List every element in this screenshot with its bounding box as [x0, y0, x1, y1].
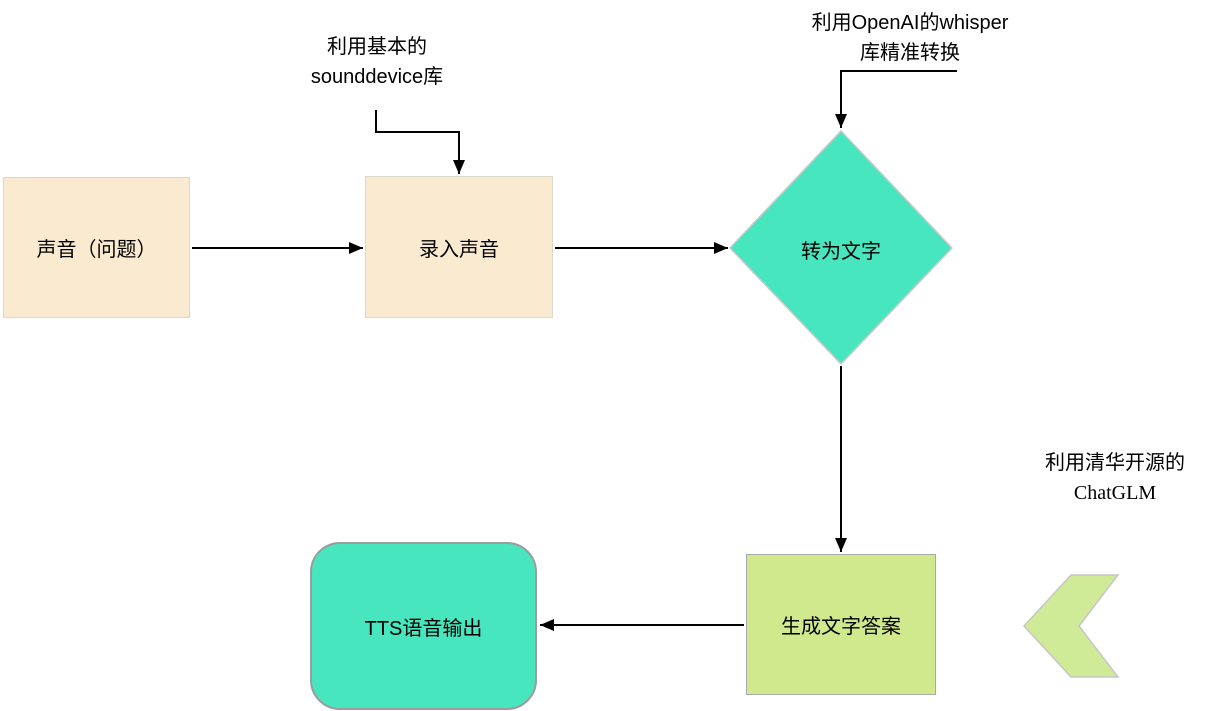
node-input-sound-label: 声音（问题）: [36, 239, 157, 261]
annotation-chatglm: 利用清华开源的 ChatGLM: [1015, 448, 1208, 508]
connector-sounddevice-to-record: [375, 110, 465, 174]
annotation-sounddevice: 利用基本的 sounddevice库: [292, 32, 462, 92]
annotation-chatglm-line2: ChatGLM: [1073, 482, 1157, 504]
annotation-whisper-line1: 利用OpenAI的whisper: [811, 12, 1009, 34]
node-transcribe-diamond: [728, 129, 954, 366]
node-tts-output-label: TTS语音输出: [364, 617, 483, 640]
node-record-sound: 录入声音: [365, 176, 553, 318]
annotation-sounddevice-line1: 利用基本的: [327, 36, 427, 58]
node-transcribe-label: 转为文字: [801, 241, 881, 263]
annotation-whisper: 利用OpenAI的whisper 库精准转换: [775, 8, 1045, 68]
annotation-chatglm-line1: 利用清华开源的: [1045, 452, 1185, 474]
node-tts-output: TTS语音输出: [310, 542, 537, 710]
node-input-sound: 声音（问题）: [3, 177, 190, 318]
annotation-whisper-line2: 库精准转换: [860, 42, 960, 64]
node-generate-answer: 生成文字答案: [746, 554, 936, 695]
node-generate-answer-label: 生成文字答案: [781, 616, 901, 638]
node-record-sound-label: 录入声音: [419, 238, 499, 261]
connector-whisper-to-transcribe: [835, 70, 957, 128]
chevron-left-icon: [1022, 574, 1120, 678]
annotation-sounddevice-line2: sounddevice库: [310, 66, 444, 88]
